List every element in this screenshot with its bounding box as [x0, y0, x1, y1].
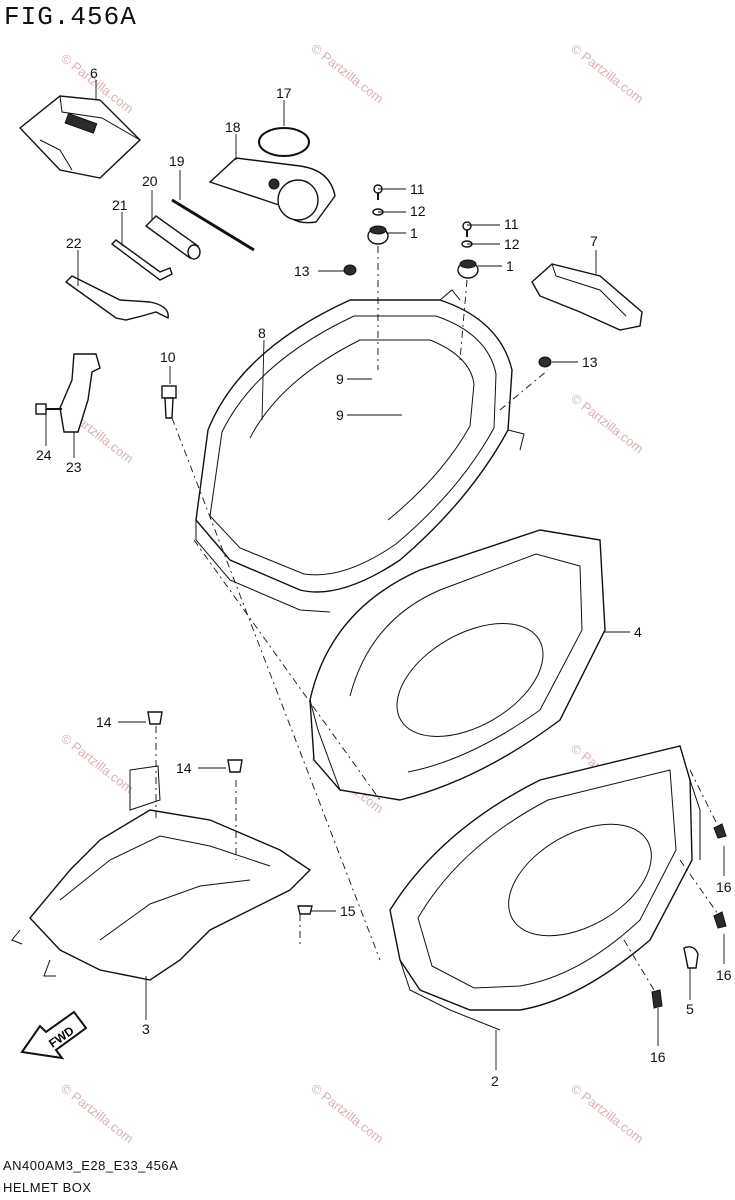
- part-23-bracket: [59, 353, 101, 433]
- callout-3: 3: [142, 1021, 150, 1037]
- part-18-cover: [208, 157, 336, 224]
- watermark-text: © Partzilla.com: [308, 41, 386, 107]
- callout-17: 17: [276, 85, 292, 101]
- part-19-rod: [171, 198, 255, 252]
- watermark-text: © Partzilla.com: [568, 41, 646, 107]
- callout-12a: 12: [410, 203, 426, 219]
- callout-14b: 14: [176, 760, 192, 776]
- watermark-text: © Partzilla.com: [58, 1081, 136, 1147]
- callout-2: 2: [491, 1073, 499, 1089]
- watermark-text: © Partzilla.com: [568, 1081, 646, 1147]
- figure-code: AN400AM3_E28_E33_456A: [3, 1158, 179, 1173]
- watermark-text: © Partzilla.com: [568, 391, 646, 457]
- callout-13b: 13: [582, 354, 598, 370]
- callout-11a: 11: [410, 181, 425, 197]
- callout-21: 21: [112, 197, 128, 213]
- callout-5: 5: [686, 1001, 694, 1017]
- callout-4: 4: [634, 624, 642, 640]
- part-21-hex-key: [110, 239, 173, 281]
- part-3-tray: [11, 765, 312, 981]
- callout-9a: 9: [336, 371, 344, 387]
- callout-1b: 1: [506, 258, 514, 274]
- callout-6: 6: [90, 65, 98, 81]
- callout-10: 10: [160, 349, 176, 365]
- callouts: 6 17 18 19 20 21 22 8 10 11 12 1 11 12 1…: [36, 65, 732, 1089]
- callout-1a: 1: [410, 225, 418, 241]
- part-6-manual-pouch: [18, 95, 142, 179]
- callout-16a: 16: [650, 1049, 666, 1065]
- figure-title: FIG.456A: [4, 2, 137, 32]
- callout-8: 8: [258, 325, 266, 341]
- callout-18: 18: [225, 119, 241, 135]
- callout-12b: 12: [504, 236, 520, 252]
- part-17-o-ring: [258, 127, 310, 157]
- callout-20: 20: [142, 173, 158, 189]
- part-7-hook: [531, 263, 643, 331]
- callout-15: 15: [340, 903, 356, 919]
- callout-19: 19: [169, 153, 185, 169]
- fwd-arrow-icon: FWD: [20, 1010, 88, 1060]
- part-4-liner: [309, 529, 606, 801]
- callout-16b: 16: [716, 879, 732, 895]
- watermark-text: © Partzilla.com: [58, 731, 136, 797]
- part-2-box: [389, 745, 701, 1031]
- leader-lines: [45, 80, 725, 1070]
- assembly-lines: [155, 246, 719, 991]
- part-22-spanner: [64, 275, 169, 321]
- watermark-text: © Partzilla.com: [308, 1081, 386, 1147]
- callout-7: 7: [590, 233, 598, 249]
- part-10-bolt: [161, 385, 177, 419]
- callout-14a: 14: [96, 714, 112, 730]
- callout-9b: 9: [336, 407, 344, 423]
- callout-13a: 13: [294, 263, 310, 279]
- callout-23: 23: [66, 459, 82, 475]
- callout-16c: 16: [716, 967, 732, 983]
- fasteners-lower: [147, 711, 727, 1009]
- callout-22: 22: [66, 235, 82, 251]
- figure-name: HELMET BOX: [3, 1180, 92, 1195]
- callout-11b: 11: [504, 216, 519, 232]
- part-20-socket: [144, 215, 201, 260]
- part-8-frame: [195, 289, 525, 613]
- callout-24: 24: [36, 447, 52, 463]
- part-24-screw: [35, 403, 62, 415]
